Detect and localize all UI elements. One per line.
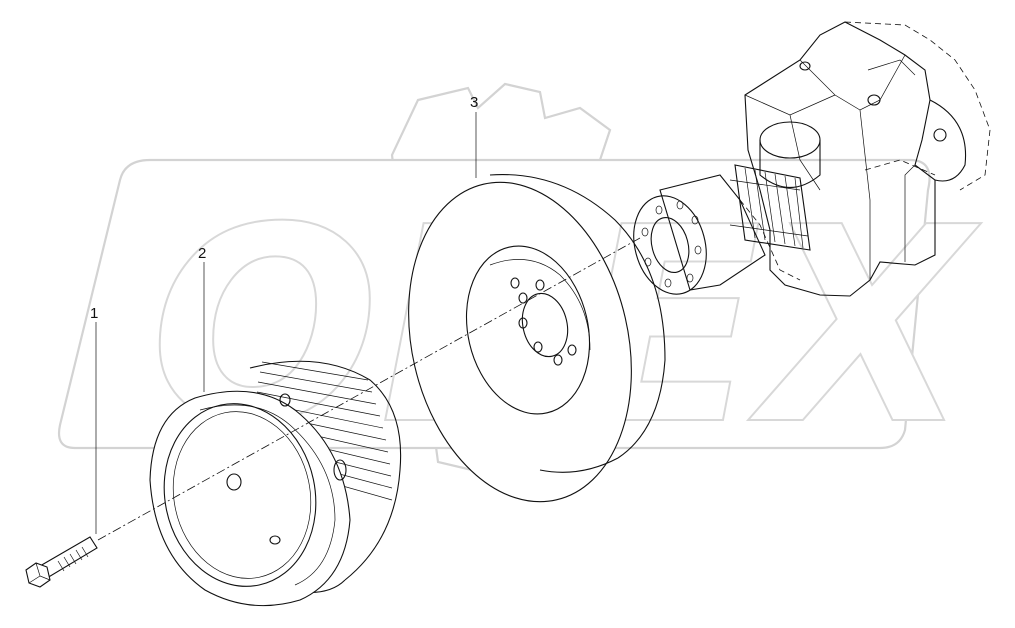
crank-flange-hub <box>633 174 766 295</box>
damper-rim-back <box>489 173 666 459</box>
damper-recess <box>465 245 591 415</box>
vibration-damper <box>408 173 666 503</box>
assembly-axis <box>97 237 641 541</box>
bolt-head <box>25 562 51 588</box>
hex-bolt <box>25 536 98 588</box>
belt-pulley <box>149 360 402 607</box>
callout-label-1: 1 <box>90 305 98 322</box>
crank-web <box>744 21 936 297</box>
damper-bolt-hole <box>518 292 528 304</box>
callout-label-3: 3 <box>470 94 478 111</box>
callout-3: 3 <box>470 94 478 178</box>
crank-oil-hole <box>867 94 881 106</box>
crank-spline-gear <box>729 164 811 251</box>
crankshaft <box>633 21 991 297</box>
pulley-pin-hole <box>226 473 242 491</box>
callout-label-2: 2 <box>198 245 206 262</box>
crankshaft-hidden-outline <box>844 21 991 191</box>
pulley-back <box>249 360 402 581</box>
callout-1: 1 <box>90 305 98 534</box>
crank-pin-hole <box>933 128 947 142</box>
main-journal <box>759 121 821 159</box>
callout-2: 2 <box>198 245 206 392</box>
damper-face <box>408 181 632 503</box>
pulley-inner-bore <box>163 403 317 587</box>
damper-center-bore <box>521 292 569 358</box>
crank-pin <box>929 99 967 182</box>
